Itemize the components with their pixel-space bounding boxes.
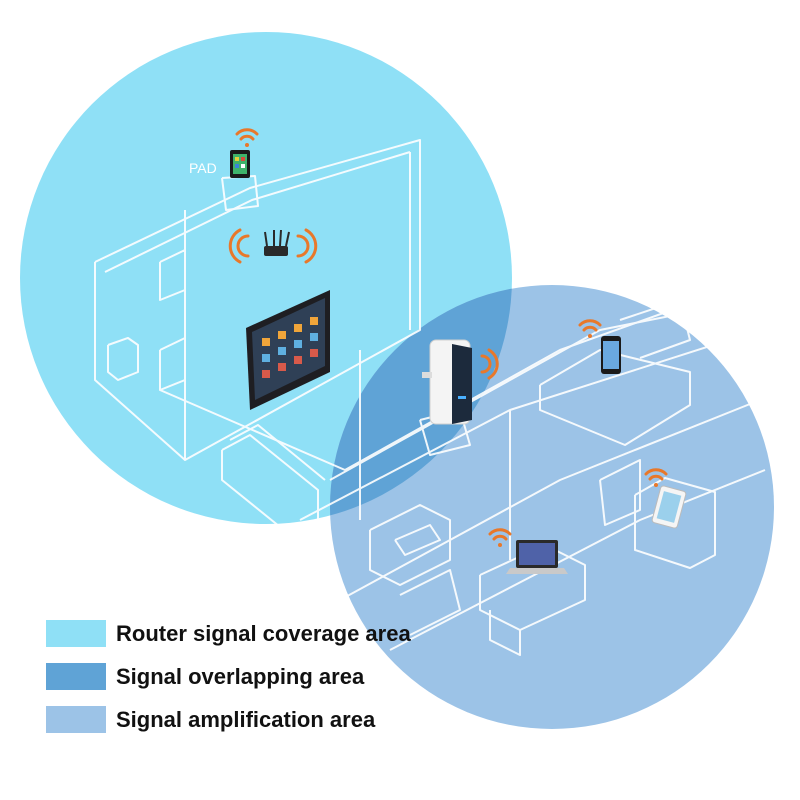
smart-tv-icon bbox=[246, 290, 330, 410]
wifi-icon bbox=[228, 228, 318, 264]
legend-label: Signal overlapping area bbox=[116, 663, 365, 689]
legend-item-router-coverage: Router signal coverage area bbox=[46, 612, 486, 655]
wifi-icon bbox=[578, 319, 602, 338]
legend-swatch bbox=[46, 663, 106, 690]
legend-swatch bbox=[46, 620, 106, 647]
laptop-icon bbox=[506, 540, 568, 574]
wifi-repeater-icon bbox=[422, 339, 472, 425]
legend-label: Router signal coverage area bbox=[116, 620, 411, 646]
legend: Router signal coverage area Signal overl… bbox=[46, 612, 486, 741]
legend-swatch bbox=[46, 706, 106, 733]
wifi-icon bbox=[488, 528, 512, 547]
wifi-icon bbox=[235, 128, 259, 147]
floor-plan bbox=[94, 139, 766, 656]
smartphone-icon bbox=[651, 485, 687, 529]
tablet-icon bbox=[230, 150, 250, 178]
legend-item-overlap: Signal overlapping area bbox=[46, 655, 486, 698]
legend-label: Signal amplification area bbox=[116, 706, 376, 732]
legend-item-amplification: Signal amplification area bbox=[46, 698, 486, 741]
smartphone-icon bbox=[601, 336, 621, 374]
wifi-icon bbox=[644, 468, 668, 487]
tablet-label: PAD bbox=[189, 160, 217, 176]
router-icon bbox=[264, 229, 290, 256]
wifi-icon bbox=[480, 348, 499, 380]
